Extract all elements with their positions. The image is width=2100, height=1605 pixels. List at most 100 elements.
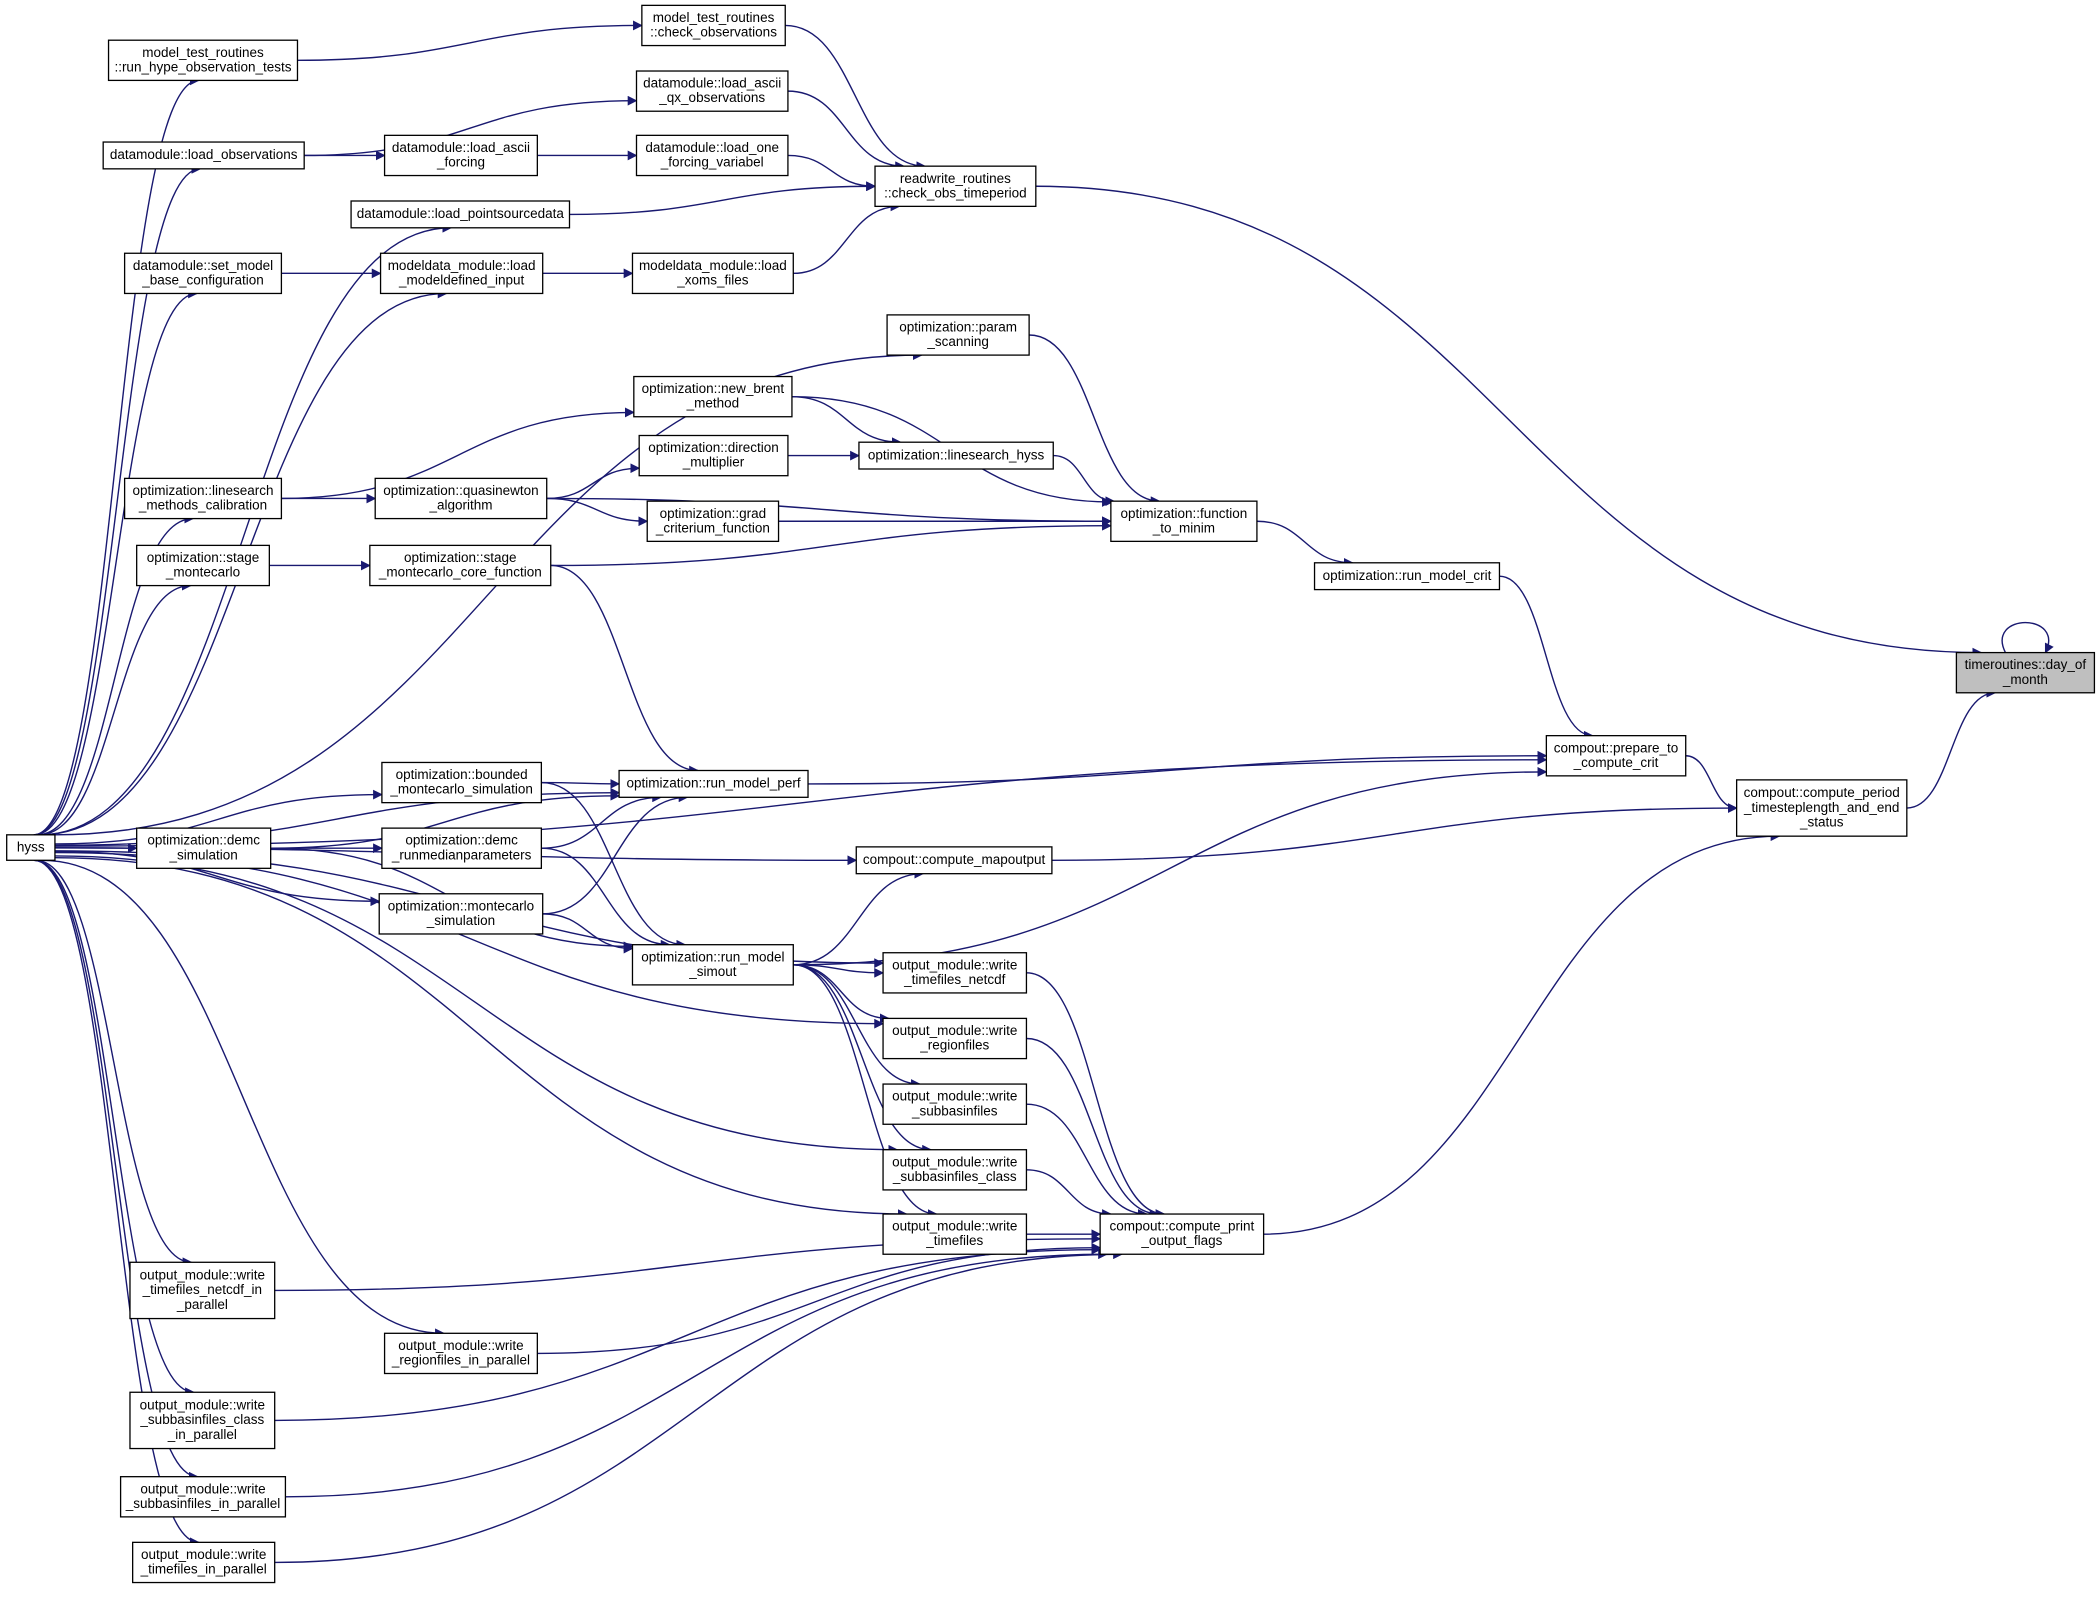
node-mtr_check[interactable]: model_test_routines::check_observations (641, 4, 786, 47)
node-opt_demc[interactable]: optimization::demc_simulation (136, 827, 272, 869)
node-label: _status (1799, 814, 1844, 829)
node-mtr_hype[interactable]: model_test_routines::run_hype_observatio… (107, 39, 299, 82)
node-opt_lshyss[interactable]: optimization::linesearch_hyss (858, 441, 1054, 470)
node-om_timefiles[interactable]: output_module::write_timefiles (882, 1213, 1028, 1255)
node-cp_period[interactable]: compout::compute_period_timesteplength_a… (1735, 779, 1908, 837)
edge-cp_mapout-to-cp_period (1051, 803, 1738, 861)
node-dm_point[interactable]: datamodule::load_pointsourcedata (350, 200, 571, 229)
edge-prep_crit-to-cp_period (1685, 755, 1738, 813)
edge-opt_simout-to-cp_mapout (793, 868, 925, 966)
node-prep_crit[interactable]: compout::prepare_to_compute_crit (1545, 735, 1687, 777)
node-label: ::check_obs_timeperiod (884, 185, 1027, 200)
node-label: _in_parallel (167, 1427, 237, 1442)
node-md_xoms[interactable]: modeldata_module::load_xoms_files (631, 252, 794, 295)
node-box (641, 4, 786, 47)
node-om_region[interactable]: output_module::write_regionfiles (882, 1017, 1028, 1060)
node-opt_mcsim[interactable]: optimization::montecarlo_simulation (378, 893, 544, 935)
edge-dm_obs-to-dm_qx (304, 95, 638, 157)
node-label: optimization::run_model (641, 949, 784, 964)
node-label: datamodule::load_ascii (392, 140, 530, 155)
node-rw_check[interactable]: readwrite_routines::check_obs_timeperiod (874, 165, 1037, 208)
node-box (381, 761, 543, 804)
edge-om_region-to-cp_print (1026, 1037, 1160, 1219)
node-label: modeldata_module::load (388, 258, 536, 273)
node-dm_setbase[interactable]: datamodule::set_model_base_configuration (123, 252, 283, 295)
node-opt_fmin[interactable]: optimization::function_to_minim (1110, 500, 1258, 543)
node-om_region_par[interactable]: output_module::write_regionfiles_in_para… (383, 1332, 538, 1375)
node-label: output_module::write (892, 1023, 1017, 1038)
node-label: datamodule::set_model (133, 258, 273, 273)
node-label: output_module::write (892, 1219, 1017, 1234)
node-label: _regionfiles (919, 1038, 989, 1053)
edge-mtr_hype-to-mtr_check (297, 20, 643, 61)
node-label: _simulation (169, 847, 238, 862)
node-box (631, 252, 794, 295)
node-opt_bounded[interactable]: optimization::bounded_montecarlo_simulat… (381, 761, 543, 804)
node-opt_brent[interactable]: optimization::new_brent_method (633, 375, 793, 418)
node-dm_onevar[interactable]: datamodule::load_one_forcing_variabel (635, 134, 789, 177)
edge-om_subclass_par-to-cp_print (274, 1244, 1102, 1422)
edge-opt_brent-to-opt_lshyss (791, 395, 902, 448)
edge-opt_fmin-to-opt_runcrit (1256, 520, 1354, 568)
node-om_subbasin[interactable]: output_module::write_subbasinfiles (882, 1083, 1028, 1125)
node-opt_lscal[interactable]: optimization::linesearch_methods_calibra… (123, 477, 283, 520)
edge-om_netcdf-to-cp_print (1026, 972, 1166, 1219)
node-opt_param[interactable]: optimization::param_scanning (886, 314, 1030, 356)
edge-om_subbasin_par-to-cp_print (285, 1249, 1108, 1498)
node-box (107, 39, 299, 82)
node-box (132, 1541, 276, 1584)
node-box (383, 134, 538, 177)
node-dm_qx[interactable]: datamodule::load_ascii_qx_observations (635, 70, 789, 112)
node-opt_demcrun[interactable]: optimization::demc_runmedianparameters (381, 827, 543, 869)
node-label: datamodule::load_observations (110, 147, 298, 162)
node-hyss[interactable]: hyss (6, 834, 56, 861)
node-label: _subbasinfiles (911, 1103, 998, 1118)
node-opt_simout[interactable]: optimization::run_model_simout (631, 944, 794, 986)
node-box (882, 1149, 1028, 1191)
node-box (6, 834, 56, 861)
node-box (381, 827, 543, 869)
node-label: compout::prepare_to (1554, 740, 1679, 755)
node-cp_print[interactable]: compout::compute_print_output_flags (1099, 1213, 1265, 1255)
node-opt_qn[interactable]: optimization::quasinewton_algorithm (374, 477, 548, 520)
node-cp_mapout[interactable]: compout::compute_mapoutput (855, 846, 1053, 875)
node-label: _modeldefined_input (398, 272, 525, 287)
node-opt_dirmult[interactable]: optimization::direction_multiplier (638, 434, 789, 477)
node-box (129, 1261, 276, 1320)
node-box (882, 1213, 1028, 1255)
node-opt_stagemc[interactable]: optimization::stage_montecarlo (136, 544, 270, 587)
node-box (635, 70, 789, 112)
node-day_of_month[interactable]: timeroutines::day_of_month (1955, 651, 2096, 694)
node-label: optimization::run_model_perf (626, 776, 800, 791)
node-label: _timesteplength_and_end (1743, 800, 1899, 815)
edge-hyss-to-om_netcdf_par (35, 859, 193, 1268)
node-om_netcdf_par[interactable]: output_module::write_timefiles_netcdf_in… (129, 1261, 276, 1320)
node-box (618, 769, 809, 798)
node-om_time_par[interactable]: output_module::write_timefiles_in_parall… (132, 1541, 276, 1584)
node-om_subclass[interactable]: output_module::write_subbasinfiles_class (882, 1149, 1028, 1191)
node-md_input[interactable]: modeldata_module::load_modeldefined_inpu… (379, 252, 544, 295)
node-opt_grad[interactable]: optimization::grad_criterium_function (646, 500, 780, 543)
node-label: _regionfiles_in_parallel (391, 1353, 530, 1368)
node-label: _timefiles_in_parallel (140, 1562, 267, 1577)
edge-cp_print-to-cp_period (1263, 831, 1781, 1235)
node-label: compout::compute_period (1744, 785, 1900, 800)
node-label: _method (686, 396, 740, 411)
node-label: _multiplier (682, 455, 745, 470)
edge-hyss-to-mtr_hype (33, 75, 200, 836)
node-dm_forcing[interactable]: datamodule::load_ascii_forcing (383, 134, 538, 177)
node-label: optimization::quasinewton (383, 483, 538, 498)
node-opt_runcrit[interactable]: optimization::run_model_crit (1313, 562, 1501, 591)
node-om_subclass_par[interactable]: output_module::write_subbasinfiles_class… (129, 1391, 276, 1450)
edge-dm_qx-to-rw_check (787, 90, 906, 172)
edge-opt_qn-to-opt_grad (546, 497, 649, 527)
node-om_subbasin_par[interactable]: output_module::write_subbasinfiles_in_pa… (119, 1476, 287, 1518)
node-label: _algorithm (428, 498, 492, 513)
node-dm_obs[interactable]: datamodule::load_observations (102, 141, 305, 170)
node-opt_stagecore[interactable]: optimization::stage_montecarlo_core_func… (369, 544, 552, 587)
node-label: optimization::new_brent (642, 381, 785, 396)
node-opt_perf[interactable]: optimization::run_model_perf (618, 769, 809, 798)
edge-md_xoms-to-rw_check (793, 201, 901, 275)
node-box (882, 952, 1028, 994)
node-om_netcdf[interactable]: output_module::write_timefiles_netcdf (882, 952, 1028, 994)
